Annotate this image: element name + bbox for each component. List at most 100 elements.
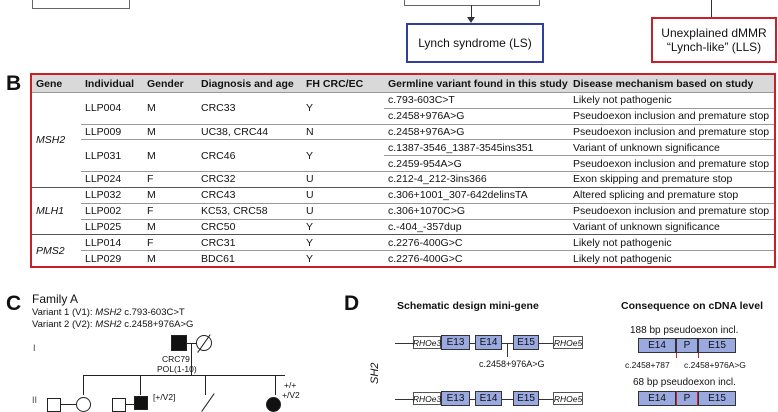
diagnosis-cell: CRC33 [201,102,236,115]
mechanism-cell: Pseudoexon inclusion and premature stop [569,155,775,172]
variant-cell: c.2276-400G>C [384,234,569,251]
variant-cell: c.-404_-357dup [384,218,569,235]
schematic-title: Schematic design mini-gene [397,300,539,312]
individual-cell: LLP014 [81,234,143,251]
gender-cell: M [143,250,197,267]
variant-cell: c.212-4_212-3ins366 [384,171,569,188]
v2-prefix: Variant 2 (V2): [32,319,96,330]
descent-line [191,344,193,375]
panel-b-letter: B [6,72,22,95]
gene-cell-mlh1: MLH1 [31,186,81,235]
generation-i-label: I [33,343,36,353]
arrow-line-lls [711,0,712,19]
arrow-head-ls [467,17,475,23]
minigene-variant-label: c.2458+976A>G [479,359,545,369]
fh-cell: U [302,202,384,219]
table-row: c.2459-954A>G Pseudoexon inclusion and p… [31,155,775,172]
table-row: LLP009 M UC38, CRC44 N c.2458+976A>G Pse… [31,123,775,140]
gen2-marriage-line [61,404,76,406]
lynch-syndrome-label: Lynch syndrome (LS) [418,36,532,50]
variant-cell: c.1387-3546_1387-3545ins351 [384,139,569,156]
gene-cell-msh2: MSH2 [36,133,66,146]
fh-cell: U [302,186,384,204]
fh-cell: Y [302,250,384,267]
v2-gene: MSH2 [95,319,122,330]
fh-cell: U [302,171,384,188]
intron-line [502,399,513,400]
mechanism-cell: Variant of unknown significance [569,139,775,156]
gen2-affected-female-symbol [266,397,281,412]
lynch-syndrome-box: Lynch syndrome (LS) [406,23,544,63]
variant-2-line: Variant 2 (V2): MSH2 c.2458+976A>G [32,319,193,330]
fh-cell: Y [302,139,384,172]
exon-e13: E13 [441,335,470,350]
panel-a-box-remnant [404,0,540,6]
individual-cell: LLP002 [81,202,143,219]
junction-tick [676,353,677,358]
diagnosis-cell: BDC61 [197,250,302,267]
gen2-male-symbol [112,398,126,412]
consequence-title: Consequence on cDNA level [621,300,763,312]
cdna-e15: E15 [698,338,736,353]
panel-c-letter: C [6,292,22,315]
table-row: c.2458+976A>G Pseudoexon inclusion and p… [31,107,775,125]
gen2-female-symbol [76,397,91,412]
genotype-right-1: +/+ [284,380,297,390]
mechanism-cell: Likely not pathogenic [569,250,775,267]
diagnosis-cell: CRC50 [197,218,302,235]
panel-d-letter: D [344,292,360,315]
v1-variant: c.793-603C>T [121,307,185,318]
individual-cell: LLP004 [85,102,122,115]
pseudoexon-label-188: 188 bp pseudoexon incl. [630,325,739,336]
lynch-like-label-line1: Unexplained dMMR [661,26,767,40]
exon-e15: E15 [513,391,539,406]
variant-cell: c.2459-954A>G [384,155,569,172]
diagnosis-cell: CRC31 [197,234,302,251]
mechanism-cell: Altered splicing and premature stop [569,186,775,204]
cdna-pseudoexon: P [676,338,698,353]
exon-e13: E13 [441,391,470,406]
individual-cell: LLP029 [81,250,143,267]
rhoe5-box: RHOe5 [553,392,583,405]
individual-cell: LLP032 [81,186,143,204]
header-diagnosis: Diagnosis and age [197,74,302,93]
variant-position-tick [507,343,508,357]
table-row: LLP024 F CRC32 U c.212-4_212-3ins366 Exo… [31,171,775,188]
gen2-spouse-symbol [47,398,61,412]
variant-cell: c.2458+976A>G [384,123,569,140]
arrow-line-ls [471,5,472,19]
cdna-e15: E15 [698,391,736,406]
exon-e14: E14 [475,335,502,350]
table-row: PMS2 LLP014 F CRC31 Y c.2276-400G>C Like… [31,234,775,267]
diagnosis-cell: UC38, CRC44 [197,123,302,140]
gen2-marriage-line [126,404,134,406]
gender-cell: M [143,218,197,235]
diagnosis-cell: KC53, CRC58 [197,202,302,219]
table-row: LLP002 F KC53, CRC58 U c.306+1070C>G Pse… [31,202,775,219]
gen2-affected-male-symbol [134,396,148,410]
diagnosis-cell: CRC32 [197,171,302,188]
variant-cell: c.2276-400G>C [384,250,569,267]
genotype-left-label: [+/V2] [153,392,176,402]
mechanism-cell: Likely not pathogenic [573,94,672,107]
intron-line [539,343,553,344]
v1-prefix: Variant 1 (V1): [32,307,96,318]
exon-e15: E15 [513,335,539,350]
header-fh: FH CRC/EC [302,74,384,93]
individual-cell: LLP025 [81,218,143,235]
diagnosis-cell: CRC46 [197,139,302,172]
exon-e14: E14 [475,391,502,406]
fh-cell: Y [302,218,384,235]
individual-cell: LLP031 [81,139,143,172]
variant-cell: c.306+1001_307-642delinsTA [384,186,569,204]
child-line [275,375,277,395]
variant-cell: c.793-603C>T [388,94,455,107]
individual-cell: LLP009 [81,123,143,140]
table-row: MLH1 LLP032 M CRC43 U c.306+1001_307-642… [31,186,775,235]
mechanism-cell: Exon skipping and premature stop [569,171,775,188]
cdna-pseudoexon: P [676,391,698,406]
gender-cell: M [147,102,156,115]
mechanism-cell: Pseudoexon inclusion and premature stop [569,123,775,140]
genotype-right-2: +/V2 [282,390,300,400]
v1-gene: MSH2 [95,307,122,318]
